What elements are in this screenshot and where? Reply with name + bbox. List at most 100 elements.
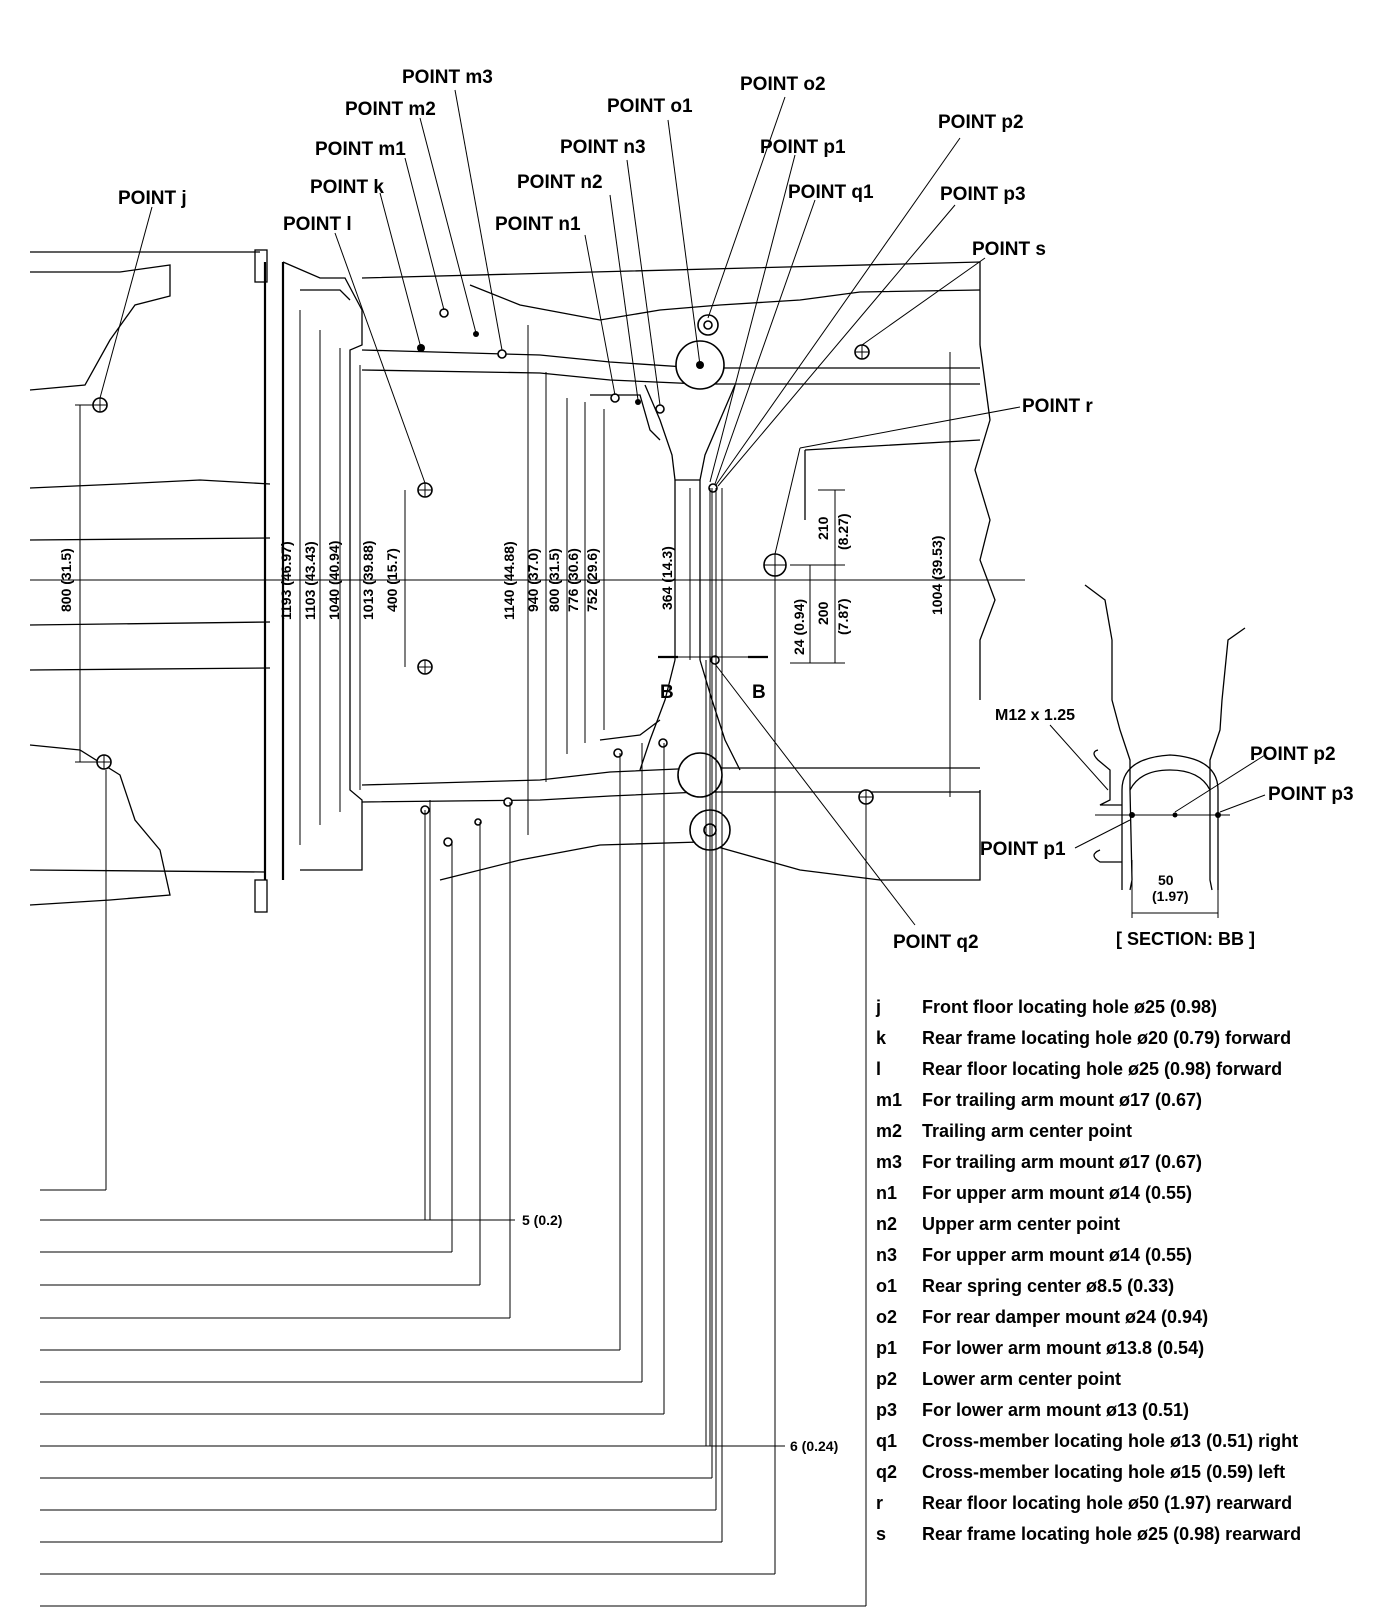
dim-1040: 1040 (40.94) [326, 541, 342, 620]
section-width-in: (1.97) [1152, 888, 1189, 904]
svg-text:For trailing arm mount ø17 (0.: For trailing arm mount ø17 (0.67) [922, 1152, 1202, 1172]
thread-label: M12 x 1.25 [995, 707, 1075, 724]
svg-text:Cross-member locating hole ø13: Cross-member locating hole ø13 (0.51) ri… [922, 1431, 1298, 1451]
label-point-m3: POINT m3 [402, 67, 493, 88]
legend-item: r Rear floor locating hole ø50 (1.97) rea… [876, 1493, 1292, 1513]
section-p2-label: POINT p2 [1250, 744, 1336, 765]
dim-800-mid: 800 (31.5) [546, 548, 562, 612]
section-bb-drawing [1049, 584, 1266, 918]
dim-400: 400 (15.7) [384, 548, 400, 612]
svg-text:q2: q2 [876, 1462, 897, 1482]
svg-text:Upper arm center point: Upper arm center point [922, 1214, 1120, 1234]
dim-1140: 1140 (44.88) [501, 541, 517, 620]
section-marker-right: B [752, 682, 766, 703]
svg-text:p3: p3 [876, 1400, 897, 1420]
dimension-labels: 800 (31.5) 1193 (46.97) 1103 (43.43) 104… [58, 513, 945, 1454]
legend-item: n3 For upper arm mount ø14 (0.55) [876, 1245, 1192, 1265]
svg-text:n3: n3 [876, 1245, 897, 1265]
section-marker-left: B [660, 682, 674, 703]
legend-item: j Front floor locating hole ø25 (0.98) [875, 997, 1217, 1017]
dim-940: 940 (37.0) [525, 548, 541, 612]
svg-text:o1: o1 [876, 1276, 897, 1296]
svg-text:r: r [876, 1493, 883, 1513]
legend-item: m1 For trailing arm mount ø17 (0.67) [876, 1090, 1202, 1110]
label-point-j: POINT j [118, 188, 187, 209]
svg-text:s: s [876, 1524, 886, 1544]
label-point-s: POINT s [972, 239, 1046, 260]
svg-text:n2: n2 [876, 1214, 897, 1234]
svg-text:k: k [876, 1028, 887, 1048]
svg-text:For lower arm mount ø13 (0.51): For lower arm mount ø13 (0.51) [922, 1400, 1189, 1420]
dim-210-in: (8.27) [835, 513, 851, 550]
svg-text:m2: m2 [876, 1121, 902, 1141]
svg-text:For rear damper mount ø24 (0.9: For rear damper mount ø24 (0.94) [922, 1307, 1208, 1327]
section-labels: B B M12 x 1.25 POINT p2 POINT p3 POINT p… [660, 682, 1354, 949]
dim-1013: 1013 (39.88) [360, 541, 376, 620]
legend-item: s Rear frame locating hole ø25 (0.98) rea… [876, 1524, 1301, 1544]
svg-text:Rear frame locating hole ø25 (: Rear frame locating hole ø25 (0.98) rear… [922, 1524, 1301, 1544]
bottom-dimension-lines [40, 488, 867, 1607]
svg-text:o2: o2 [876, 1307, 897, 1327]
hole-m1 [439, 308, 449, 318]
label-point-q1: POINT q1 [788, 182, 874, 203]
dim-1103: 1103 (43.43) [302, 541, 318, 620]
svg-text:Rear floor locating hole ø25 (: Rear floor locating hole ø25 (0.98) forw… [922, 1059, 1282, 1079]
vertical-dimension-lines [75, 310, 951, 845]
legend-item: o1 Rear spring center ø8.5 (0.33) [876, 1276, 1174, 1296]
label-point-q2: POINT q2 [893, 932, 979, 953]
section-p3-label: POINT p3 [1268, 784, 1354, 805]
dim-776: 776 (30.6) [565, 548, 581, 612]
hole-n2 [635, 399, 641, 405]
leader-lines [99, 89, 1021, 926]
hole-n3 [655, 404, 665, 414]
dim-364: 364 (14.3) [659, 546, 675, 610]
svg-text:For trailing arm mount ø17 (0.: For trailing arm mount ø17 (0.67) [922, 1090, 1202, 1110]
hole-q1 [708, 483, 718, 493]
label-point-p1: POINT p1 [760, 137, 846, 158]
svg-text:For upper arm mount ø14 (0.55): For upper arm mount ø14 (0.55) [922, 1245, 1192, 1265]
label-point-r: POINT r [1022, 396, 1093, 417]
svg-text:For upper arm mount ø14 (0.55): For upper arm mount ø14 (0.55) [922, 1183, 1192, 1203]
hole-m2 [473, 331, 479, 337]
svg-text:p1: p1 [876, 1338, 897, 1358]
label-point-o2: POINT o2 [740, 74, 826, 95]
label-point-p2: POINT p2 [938, 112, 1024, 133]
svg-text:Rear floor locating hole ø50 (: Rear floor locating hole ø50 (1.97) rear… [922, 1493, 1292, 1513]
dim-24: 24 (0.94) [791, 599, 807, 655]
label-point-k: POINT k [310, 177, 384, 198]
point-labels: POINT j POINT k POINT l POINT m1 POINT m… [118, 67, 1093, 953]
hole-m3 [497, 349, 507, 359]
dim-800-left: 800 (31.5) [58, 548, 74, 612]
section-p1-label: POINT p1 [980, 839, 1066, 860]
svg-text:j: j [875, 997, 881, 1017]
label-point-n2: POINT n2 [517, 172, 603, 193]
svg-text:Rear spring center ø8.5 (0.33): Rear spring center ø8.5 (0.33) [922, 1276, 1174, 1296]
legend-item: m3 For trailing arm mount ø17 (0.67) [876, 1152, 1202, 1172]
svg-text:Front floor locating hole ø25: Front floor locating hole ø25 (0.98) [922, 997, 1217, 1017]
svg-text:For lower arm mount ø13.8 (0.5: For lower arm mount ø13.8 (0.54) [922, 1338, 1204, 1358]
legend-item: q2 Cross-member locating hole ø15 (0.59) … [876, 1462, 1285, 1482]
svg-text:m1: m1 [876, 1090, 902, 1110]
label-point-n1: POINT n1 [495, 214, 581, 235]
dim-1004: 1004 (39.53) [929, 536, 945, 615]
svg-text:p2: p2 [876, 1369, 897, 1389]
hole-n1 [610, 393, 620, 403]
section-title: [ SECTION: BB ] [1116, 929, 1255, 949]
dim-752: 752 (29.6) [584, 548, 600, 612]
legend-item: p3 For lower arm mount ø13 (0.51) [876, 1400, 1189, 1420]
svg-text:q1: q1 [876, 1431, 897, 1451]
body-outline [29, 249, 996, 913]
dim-200: 200 [815, 601, 831, 625]
legend-item: n2 Upper arm center point [876, 1214, 1120, 1234]
label-point-n3: POINT n3 [560, 137, 646, 158]
svg-text:Cross-member locating hole ø15: Cross-member locating hole ø15 (0.59) le… [922, 1462, 1285, 1482]
svg-text:m3: m3 [876, 1152, 902, 1172]
section-width-mm: 50 [1158, 872, 1174, 888]
dim-5: 5 (0.2) [522, 1212, 562, 1228]
